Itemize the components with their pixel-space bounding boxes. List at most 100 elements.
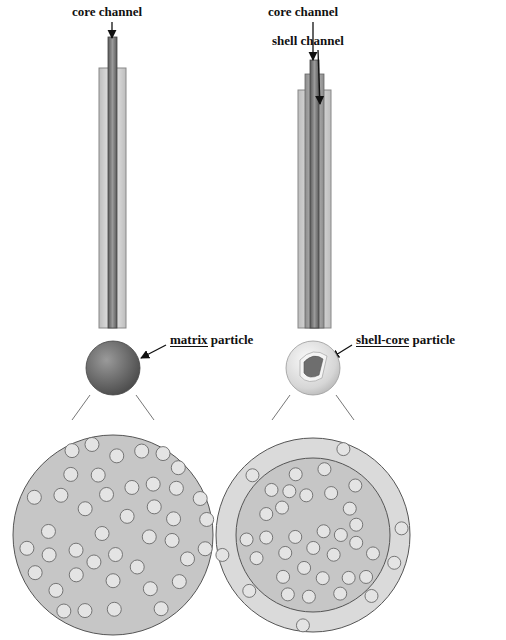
drug-particle [54,488,68,502]
drug-particle [27,490,41,504]
drug-particles [20,437,214,618]
drug-particle [250,552,263,565]
channel-label: core channel [268,4,338,19]
drug-particle [120,509,134,523]
drug-particle [337,443,350,456]
drug-particle [100,487,114,501]
drug-particle [69,543,83,557]
drug-particle [318,463,331,476]
drug-particle [325,487,338,500]
drug-particle [107,602,121,616]
drug-particle [243,584,256,597]
drug-particle [169,481,183,495]
matrix-cross-section [13,435,213,635]
shell-cross-section [216,438,410,632]
drug-particle [95,527,109,541]
matrix-particle [86,341,140,395]
drug-particle [350,518,363,531]
drug-particle [165,533,179,547]
drug-particle [106,574,120,588]
drug-particle [69,568,83,582]
drug-particle [350,536,363,549]
drug-particle [279,546,292,559]
drug-particle [265,483,278,496]
channel-label: shell channel [272,33,344,48]
drug-particle [349,479,362,492]
drug-particle [289,468,302,481]
drug-particle [334,528,347,541]
drug-particle [298,561,311,574]
drug-particle [135,444,149,458]
drug-particle [388,556,401,569]
drug-particle [193,492,207,506]
underline [356,346,409,347]
drug-particle [283,485,296,498]
drug-particle [78,604,92,618]
drug-particle [143,582,157,596]
drug-particle [172,575,186,589]
particle-label: matrix particle [170,332,253,347]
drug-particle [317,525,330,538]
channel-label: core channel [72,4,142,19]
drug-particle [142,530,156,544]
drug-particle [57,604,71,618]
drug-particle [65,444,79,458]
drug-particle [156,447,170,461]
coaxial-nozzle [298,60,331,328]
underline [170,346,208,347]
drug-particle [198,542,212,556]
drug-particle [260,531,273,544]
drug-particle [167,512,181,526]
drug-particle [85,437,99,451]
drug-particle [281,588,294,601]
zoom-lines [72,395,354,420]
drug-particle [327,548,340,561]
drug-particle [342,571,355,584]
drug-particle [171,461,185,475]
shell-core-particle [286,341,340,395]
drug-particle [343,502,356,515]
drug-particle [154,602,168,616]
drug-particle [87,555,101,569]
drug-particle [64,467,78,481]
drug-particle [302,590,315,603]
drug-particle [41,524,55,538]
drug-particle [289,530,302,543]
single-nozzle [99,37,126,328]
drug-particle [28,566,42,580]
drug-particle [395,522,408,535]
drug-particle [246,469,259,482]
drug-particle [216,548,229,561]
drug-particle [365,589,378,602]
leader-arrow [141,345,166,358]
drug-particle [125,480,139,494]
drug-particle [240,533,253,546]
drug-particle [181,552,195,566]
drug-particle [307,541,320,554]
drug-particle [276,501,289,514]
drug-particle [109,548,123,562]
drug-particle [277,570,290,583]
drug-particle [300,489,313,502]
core-cross-section [236,458,390,612]
drug-particle [130,560,144,574]
drug-particle [78,502,92,516]
drug-particles [216,443,408,632]
leader-arrow [318,50,320,104]
drug-particle [91,468,105,482]
drug-particle [316,572,329,585]
drug-particle [146,477,160,491]
drug-particle [147,500,161,514]
drug-particle [360,570,373,583]
leader-arrow [111,22,112,38]
drug-particle [260,508,273,521]
drug-particle [42,548,56,562]
drug-particle [296,619,309,632]
drug-particle [110,449,124,463]
drug-particle [334,587,347,600]
particle-label: shell-core particle [356,332,455,347]
drug-particle [366,547,379,560]
drug-particle [20,541,34,555]
